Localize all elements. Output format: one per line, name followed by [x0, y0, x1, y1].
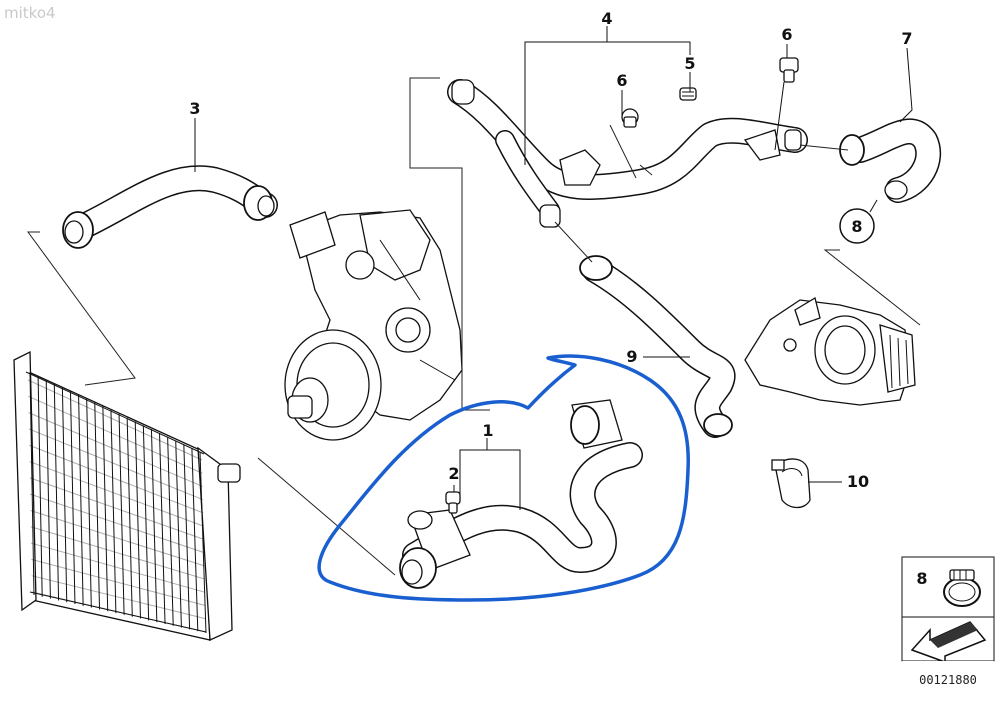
highlight-outline: [317, 354, 690, 602]
hose-7-clamp: [839, 134, 865, 166]
callout-7: 7: [901, 29, 912, 48]
hose-1-clamp-top: [570, 405, 600, 445]
callout-9: 9: [626, 347, 637, 366]
callout-5: 5: [684, 54, 695, 73]
hose-1: [399, 399, 643, 589]
callout-3: 3: [189, 99, 200, 118]
callout-10: 10: [847, 472, 869, 491]
bleed-screw-5: [679, 87, 697, 101]
hose-3: [62, 165, 278, 249]
legend-box: 8 00121880: [901, 556, 995, 691]
water-pump: [284, 209, 463, 441]
hose-clamp-icon: [943, 569, 981, 607]
leader-lines: [27, 26, 921, 576]
callout-6b: 6: [781, 25, 792, 44]
callout-2: 2: [448, 464, 459, 483]
hose-4: [447, 79, 808, 228]
legend-callout-8: 8: [916, 569, 927, 588]
hose-7: [839, 118, 942, 203]
callout-1: 1: [482, 421, 493, 440]
hose-9-clamp-top: [579, 255, 613, 281]
screw-6-right: [779, 57, 799, 83]
diagram-code: 00121880: [919, 673, 977, 687]
bleed-screw-2: [445, 491, 461, 514]
callout-8-circle: 8: [839, 208, 875, 244]
hose-9-clamp-bottom: [703, 413, 733, 437]
watermark-text: mitko4: [4, 4, 56, 22]
thermostat-housing: [744, 296, 916, 406]
hose-9: [579, 255, 736, 438]
screw-6-left: [621, 108, 639, 128]
callout-6a: 6: [616, 71, 627, 90]
clamp-10: [771, 458, 811, 509]
radiator: [13, 350, 241, 641]
callout-4: 4: [601, 9, 612, 28]
callout-8: 8: [851, 217, 862, 236]
